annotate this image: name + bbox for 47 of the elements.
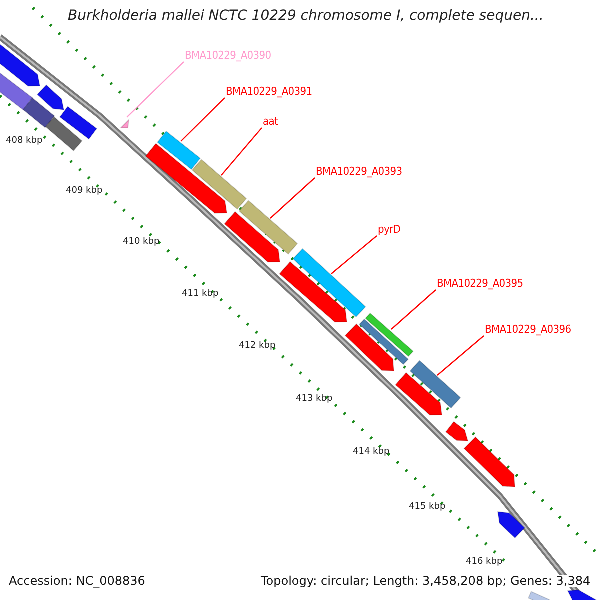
scale-label: 416 kbp bbox=[466, 558, 503, 567]
gene-bar bbox=[59, 106, 98, 140]
scale-label: 412 kbp bbox=[239, 342, 276, 351]
leader-line bbox=[221, 128, 262, 176]
gene-bar bbox=[344, 324, 395, 372]
gene-marker bbox=[120, 118, 130, 128]
leader-line bbox=[391, 290, 436, 330]
gene-bar bbox=[238, 200, 298, 255]
genome-summary: Topology: circular; Length: 3,458,208 bp; Genes: 3,384 bbox=[261, 575, 591, 587]
scale-label: 415 kbp bbox=[409, 503, 446, 512]
accession-text: Accession: NC_008836 bbox=[9, 575, 146, 587]
gene-label: aat bbox=[263, 116, 278, 127]
gene-bar bbox=[497, 511, 526, 539]
gene-label: BMA10229_A0396 bbox=[485, 324, 572, 335]
scale-label: 410 kbp bbox=[123, 238, 160, 247]
scale-label: 411 kbp bbox=[182, 290, 219, 299]
scale-label: 414 kbp bbox=[353, 448, 390, 457]
gene-bar bbox=[445, 421, 469, 442]
leader-line bbox=[126, 62, 184, 118]
gene-bar bbox=[224, 211, 281, 263]
gene-bar bbox=[22, 98, 56, 128]
leader-line bbox=[270, 178, 316, 219]
scale-label: 409 kbp bbox=[66, 187, 103, 196]
gene-bar bbox=[145, 143, 228, 214]
gene-bar bbox=[156, 130, 202, 170]
gene-bar bbox=[528, 591, 550, 600]
gene-bar bbox=[45, 116, 83, 152]
gene-bar bbox=[464, 436, 516, 488]
gene-bar bbox=[292, 248, 366, 318]
gene-label: pyrD bbox=[378, 224, 401, 235]
leader-line bbox=[437, 336, 484, 376]
gene-label: BMA10229_A0390 bbox=[185, 50, 272, 61]
gene-label: BMA10229_A0395 bbox=[437, 278, 524, 289]
gene-label: BMA10229_A0393 bbox=[316, 166, 402, 177]
gene-bar bbox=[365, 312, 414, 358]
gene-bar bbox=[192, 159, 248, 210]
leader-line bbox=[331, 236, 378, 274]
scale-label: 413 kbp bbox=[296, 395, 333, 404]
gene-bar bbox=[395, 372, 443, 416]
gene-label: BMA10229_A0391 bbox=[226, 86, 312, 97]
gene-bar bbox=[410, 360, 462, 409]
gene-bar bbox=[36, 84, 65, 111]
leader-line bbox=[180, 98, 226, 142]
gene-bar bbox=[358, 318, 410, 366]
scale-label: 408 kbp bbox=[6, 137, 43, 146]
gene-bar bbox=[279, 261, 348, 323]
map-title: Burkholderia mallei NCTC 10229 chromosome I, complete sequen... bbox=[68, 9, 544, 23]
